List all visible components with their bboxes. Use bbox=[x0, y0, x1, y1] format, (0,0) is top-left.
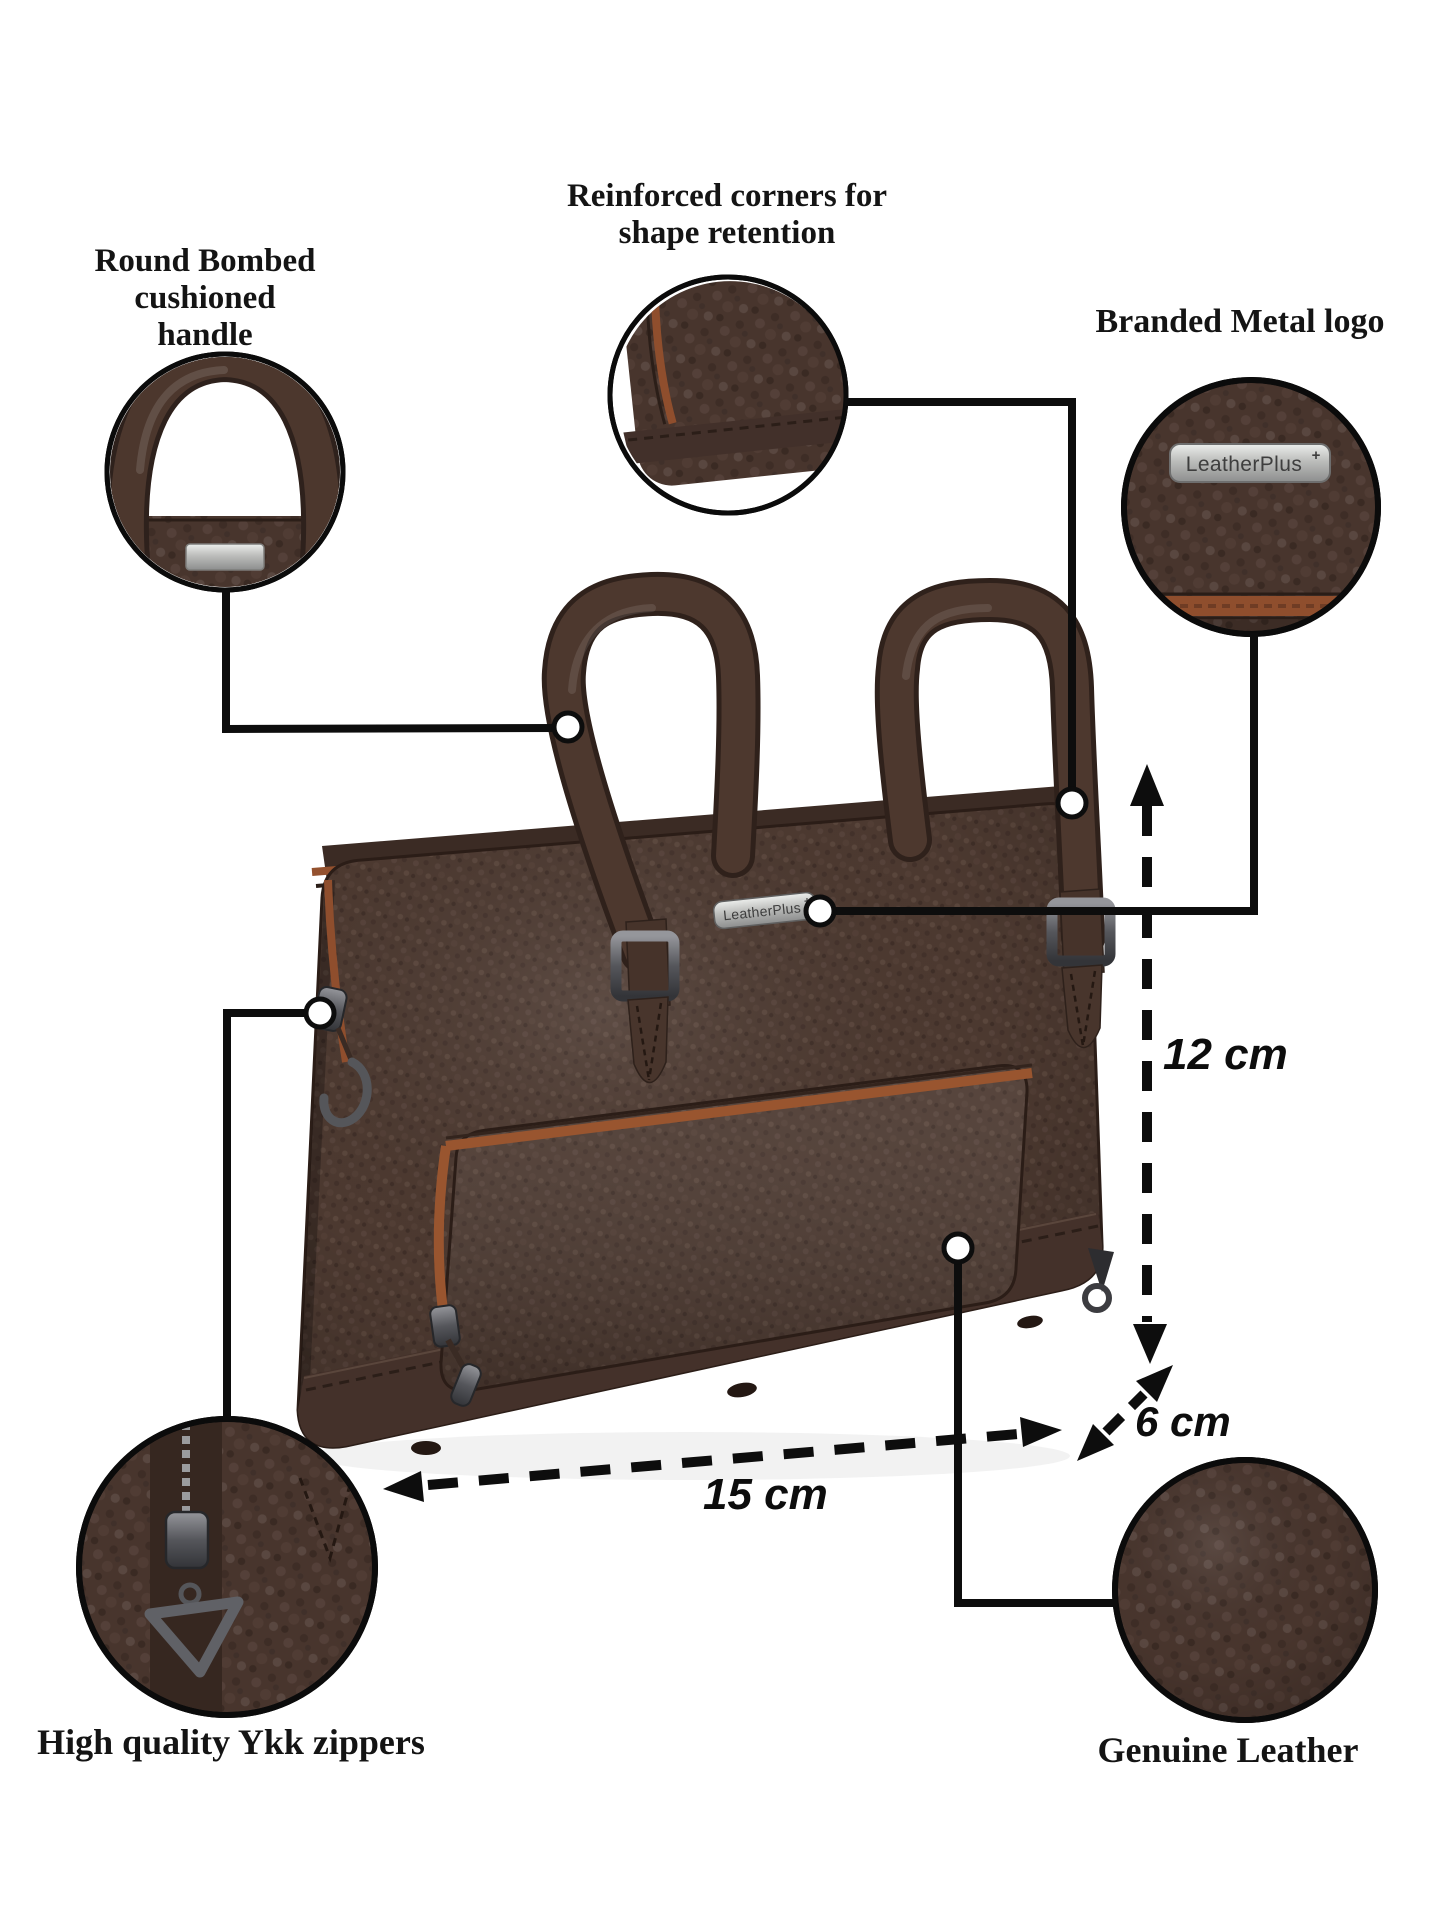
width-dimension-label: 15 cm bbox=[703, 1470, 828, 1519]
metal-logo-callout-label: Branded Metal logo bbox=[1095, 303, 1385, 340]
connector-dot-metal-logo bbox=[803, 894, 837, 928]
ground-shadow bbox=[310, 1432, 1070, 1480]
pocket-zipper-slider bbox=[429, 1304, 461, 1348]
left-handle bbox=[546, 576, 756, 969]
left-buckle bbox=[610, 930, 680, 1002]
handle-buckles bbox=[610, 888, 1116, 1084]
callout-circle-zippers bbox=[76, 1416, 378, 1718]
handle-label-line1: Round Bombed cushioned bbox=[94, 243, 316, 316]
right-dring bbox=[1082, 1248, 1114, 1313]
height-dimension-label: 12 cm bbox=[1163, 1030, 1288, 1079]
corners-callout-label: Reinforced corners for shape retention bbox=[507, 178, 947, 252]
pocket-zipper-pull bbox=[450, 1363, 482, 1407]
connector-endpoint-dots bbox=[303, 710, 1089, 1265]
bag-foot bbox=[411, 1441, 441, 1455]
connector-dot-handle bbox=[551, 710, 585, 744]
corners-label-line2: shape retention bbox=[618, 214, 836, 251]
leather-callout-label: Genuine Leather bbox=[1097, 1730, 1359, 1770]
zippers-callout-label: High quality Ykk zippers bbox=[37, 1722, 425, 1762]
depth-dimension-label: 6 cm bbox=[1135, 1398, 1231, 1445]
bag-foot bbox=[1017, 1315, 1043, 1329]
connector-corners bbox=[845, 398, 1076, 798]
handle-detail-arc bbox=[110, 357, 340, 562]
connector-leather bbox=[954, 1254, 1117, 1607]
handle-callout-label: Round Bombed cushioned handle bbox=[25, 243, 385, 354]
depth-arrow-line bbox=[1102, 1390, 1148, 1436]
callout-circle-handle bbox=[104, 351, 346, 593]
callout-circle-leather bbox=[1112, 1457, 1378, 1723]
logo-plate-text: LeatherPlus bbox=[1186, 453, 1302, 476]
triangle-clasp bbox=[144, 1596, 244, 1678]
handle-label-line2: handle bbox=[157, 316, 253, 353]
connector-dot-zippers bbox=[303, 996, 337, 1030]
logo-plate-plus-mark: + bbox=[1312, 447, 1321, 464]
corners-label-line1: Reinforced corners for bbox=[566, 178, 888, 214]
dimension-arrows bbox=[383, 764, 1173, 1502]
zipper-slider bbox=[164, 1510, 210, 1570]
callout-circle-corners bbox=[607, 269, 857, 516]
pocket-zipper-tape bbox=[445, 1068, 1033, 1151]
connector-dot-corners bbox=[1055, 786, 1089, 820]
logo-metal-plate bbox=[1169, 443, 1331, 483]
connector-handle bbox=[222, 590, 561, 734]
briefcase-illustration: LeatherPlus + bbox=[296, 571, 1116, 1480]
callout-connectors bbox=[222, 398, 1258, 1607]
connector-metal-logo bbox=[826, 633, 1258, 915]
connector-dot-leather bbox=[941, 1231, 975, 1265]
bag-foot bbox=[727, 1382, 757, 1398]
handle-plate bbox=[185, 543, 265, 571]
bag-brand-plate: LeatherPlus + bbox=[712, 891, 817, 930]
left-gusset-edge bbox=[298, 879, 335, 1421]
right-buckle bbox=[1046, 897, 1116, 967]
connector-zippers bbox=[223, 1009, 314, 1420]
lobster-clasp bbox=[319, 1057, 372, 1128]
